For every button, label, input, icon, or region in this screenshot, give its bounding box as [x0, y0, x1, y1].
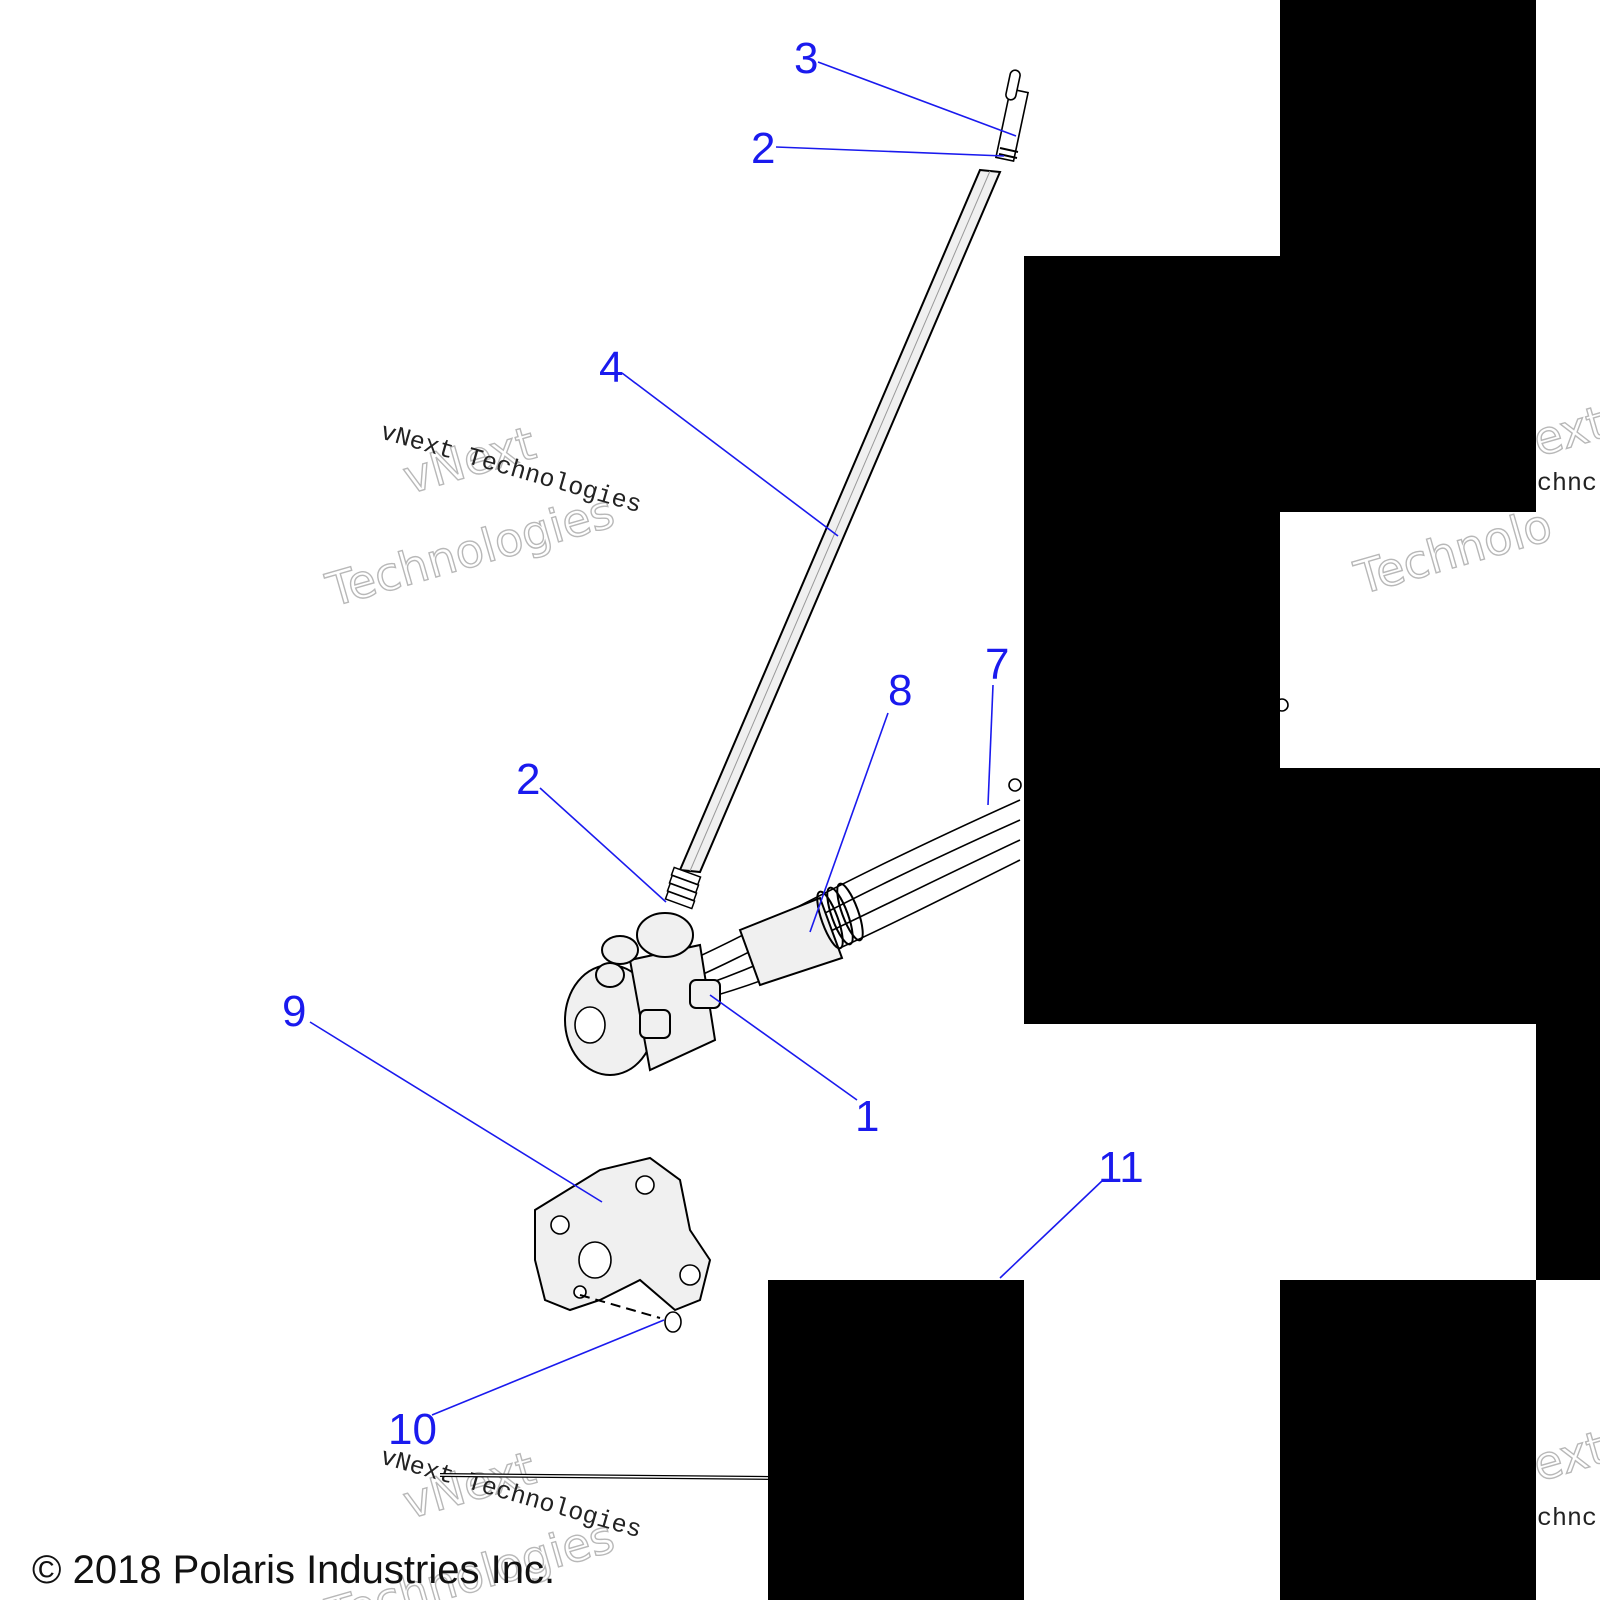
- watermark-top: vNext Technologies vNext Technologies: [319, 415, 644, 618]
- watermark-partial-5: chnc: [1537, 1504, 1597, 1533]
- redaction-block: [1024, 512, 1280, 768]
- bolt-part-10: [579, 1294, 682, 1333]
- redaction-block: [1280, 1280, 1536, 1600]
- watermark-partial-3: Technolo: [1348, 498, 1557, 606]
- callout-2-lower: 2: [516, 755, 540, 804]
- redaction-block: [1280, 0, 1536, 256]
- watermark-outline-2: Technologies: [320, 484, 620, 618]
- redaction-block: [1024, 768, 1600, 1024]
- cable-bundle-part-7-8: [679, 698, 1289, 1001]
- callout-9: 9: [282, 987, 306, 1036]
- callout-2-top: 2: [751, 124, 775, 173]
- watermark-partial-1: ext: [1527, 395, 1600, 467]
- redaction-block: [1536, 1024, 1600, 1280]
- callout-4: 4: [599, 343, 623, 392]
- redaction-block: [1024, 256, 1536, 512]
- callout-8: 8: [888, 666, 912, 715]
- watermark-partial-2: chnc: [1537, 469, 1597, 498]
- leader-lines: [309, 61, 1104, 1416]
- callout-10: 10: [388, 1405, 437, 1454]
- redaction-blocks: [768, 0, 1600, 1600]
- copyright-text: © 2018 Polaris Industries Inc.: [32, 1548, 555, 1592]
- bracket-part-9: [534, 1156, 712, 1312]
- shaft-part-4: [664, 69, 1030, 910]
- callout-1: 1: [855, 1092, 879, 1141]
- redaction-block: [768, 1280, 1024, 1600]
- watermark-partial-4: ext: [1527, 1420, 1600, 1492]
- callout-11: 11: [1098, 1143, 1144, 1192]
- actuator-body-part-1: [564, 912, 721, 1076]
- callout-3: 3: [794, 34, 818, 83]
- callout-7: 7: [985, 640, 1009, 689]
- rod-part-11: [439, 1473, 771, 1480]
